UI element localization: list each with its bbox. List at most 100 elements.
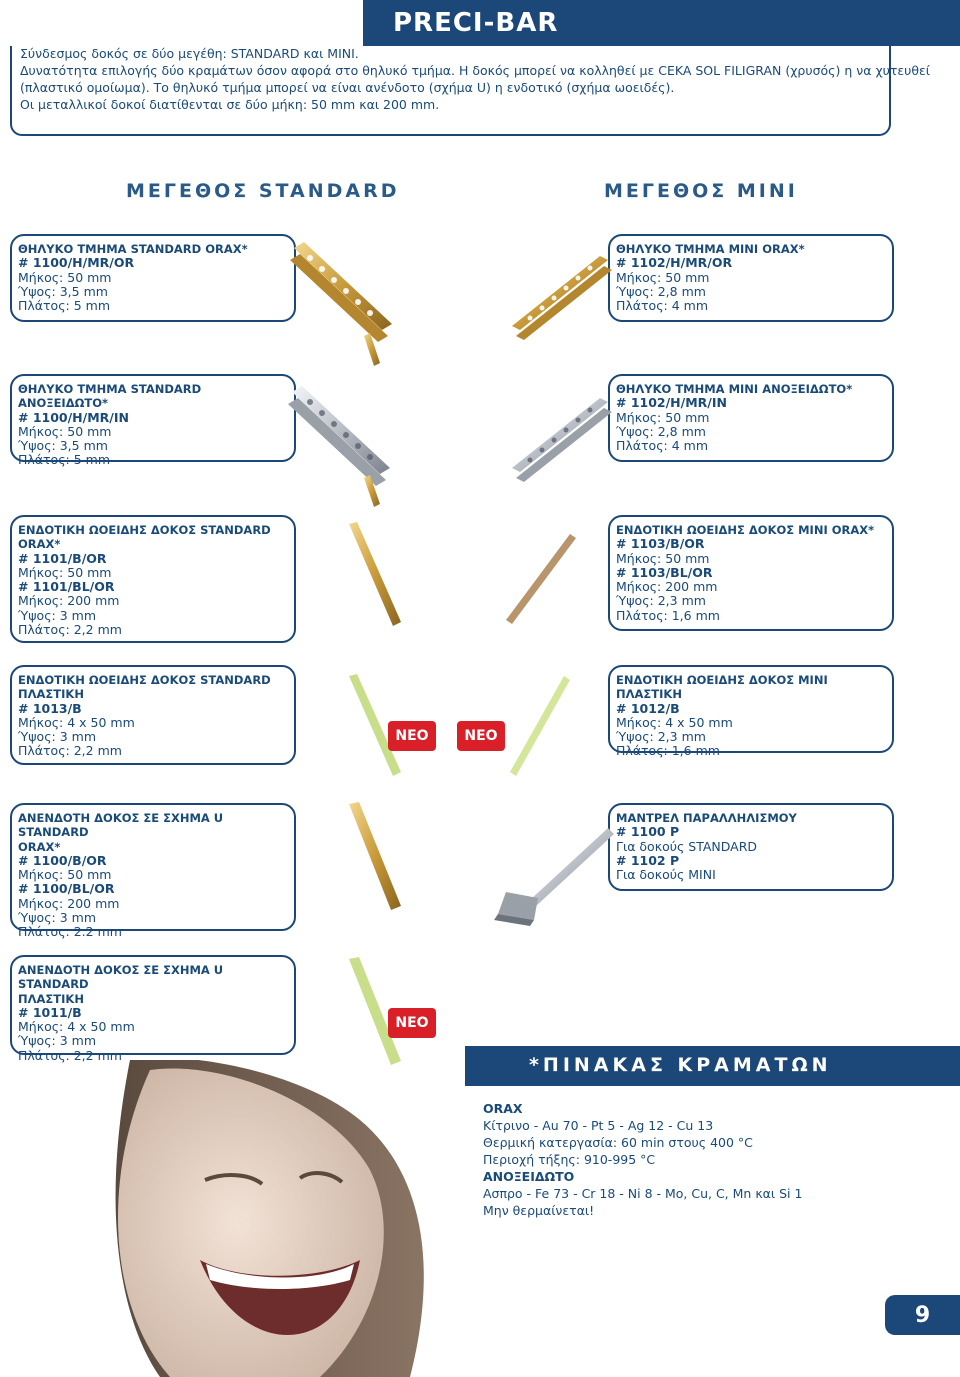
product-code: # 1012/B [616,700,680,716]
product-box-f-std-orax: ΘΗΛΥΚΟ ΤΜΗΜΑ STANDARD ORAX*# 1100/H/MR/O… [10,234,296,322]
product-code: # 1103/B/OR [616,536,705,552]
alloy-table-title: *ΠΙΝΑΚΑΣ ΚΡΑΜΑΤΩΝ [529,1054,832,1076]
product-spec: Για δοκούς MINI [616,867,716,883]
oval-bar-mini-orax-image [506,534,576,624]
product-code: # 1013/B [18,700,82,716]
alloy-table: ORAX Κίτρινο - Au 70 - Pt 5 - Ag 12 - Cu… [483,1100,802,1219]
smiling-woman-image [115,1060,424,1377]
intro-line: (πλαστικό ομοίωμα). Το θηλυκό τμήμα μπορ… [20,80,675,95]
female-standard-orax-image [290,242,392,366]
product-title: ΕΝΔΟΤΙΚΗ ΩΟΕΙΔΗΣ ΔΟΚΟΣ STANDARD [18,523,271,537]
product-spec: Πλάτος: 4 mm [616,298,709,314]
product-spec: Μήκος: 4 x 50 mm [18,714,135,730]
product-spec: Ύψος: 3,5 mm [18,283,108,299]
oval-bar-standard-plastic-image [349,674,401,776]
product-code: # 1101/B/OR [18,550,107,566]
product-spec: Μήκος: 50 mm [616,269,710,285]
product-box-f-mini-in: ΘΗΛΥΚΟ ΤΜΗΜΑ MINI ΑΝΟΞΕΙΔΩΤΟ*# 1102/H/MR… [608,374,894,462]
product-spec: ORAX* [18,537,61,552]
product-box-e-mini-pl: ΕΝΔΟΤΙΚΗ ΩΟΕΙΔΗΣ ΔΟΚΟΣ MINI ΠΛΑΣΤΙΚΗ# 10… [608,665,894,758]
alloy-line: Μην θερμαίνεται! [483,1203,595,1218]
new-badge: NEO [388,1008,436,1038]
product-spec: Ύψος: 3 mm [18,910,97,926]
female-mini-steel-image [512,398,612,482]
product-spec: Μήκος: 200 mm [616,579,718,595]
product-spec: Μήκος: 50 mm [18,423,112,439]
product-spec: ΠΛΑΣΤΙΚΗ [18,991,84,1006]
product-spec: Μήκος: 4 x 50 mm [18,1019,135,1035]
product-spec: Πλάτος: 5 mm [18,298,111,314]
intro-box: Σύνδεσμος δοκός σε δύο μεγέθη: STANDARD … [10,46,930,136]
product-spec: Ύψος: 2,8 mm [616,283,706,299]
product-text: ΕΝΔΟΤΙΚΗ ΩΟΕΙΔΗΣ ΔΟΚΟΣ MINI ORAX*# 1103/… [616,523,874,623]
product-spec: ORAX* [18,839,61,854]
alloy-line: Ασπρο - Fe 73 - Cr 18 - Ni 8 - Mo, Cu, C… [483,1186,803,1201]
new-badge: NEO [388,721,436,751]
product-spec: Ύψος: 3 mm [18,1033,97,1049]
product-spec: Μήκος: 200 mm [18,895,120,911]
product-text: ΘΗΛΥΚΟ ΤΜΗΜΑ STANDARD ΑΝΟΞΕΙΔΩΤΟ*# 1100/… [18,382,294,468]
product-spec: Μήκος: 50 mm [616,409,710,425]
oval-bar-standard-orax-image [349,522,401,626]
product-text: ΘΗΛΥΚΟ ΤΜΗΜΑ STANDARD ORAX*# 1100/H/MR/O… [18,242,248,313]
heading-standard: ΜΕΓΕΘΟΣ STANDARD [126,180,400,202]
product-code: # 1100/H/MR/OR [18,255,135,271]
product-code: # 1102 P [616,852,680,868]
product-title: ΘΗΛΥΚΟ ΤΜΗΜΑ MINI ORAX* [616,242,805,256]
product-title: ΕΝΔΟΤΙΚΗ ΩΟΕΙΔΗΣ ΔΟΚΟΣ STANDARD [18,673,271,687]
female-standard-steel-image [288,386,390,507]
u-bar-standard-orax-image [349,802,401,910]
new-badge: NEO [457,721,505,751]
alloy-name: ΑΝΟΞΕΙΔΩΤΟ [483,1169,575,1184]
product-box-f-std-in: ΘΗΛΥΚΟ ΤΜΗΜΑ STANDARD ΑΝΟΞΕΙΔΩΤΟ*# 1100/… [10,374,296,467]
product-title: ΘΗΛΥΚΟ ΤΜΗΜΑ STANDARD ORAX* [18,242,248,256]
product-code: # 1101/BL/OR [18,579,115,595]
alloy-table-header: *ΠΙΝΑΚΑΣ ΚΡΑΜΑΤΩΝ [465,1046,960,1086]
female-mini-orax-image [512,256,612,340]
intro-line: Σύνδεσμος δοκός σε δύο μεγέθη: STANDARD … [20,46,359,61]
product-box-e-mini-orax: ΕΝΔΟΤΙΚΗ ΩΟΕΙΔΗΣ ΔΟΚΟΣ MINI ORAX*# 1103/… [608,515,894,631]
product-spec: Ύψος: 3 mm [18,729,97,745]
product-spec: Ύψος: 3,5 mm [18,438,108,454]
product-spec: Ύψος: 2,8 mm [616,423,706,439]
alloy-line: Περιοχή τήξης: 910-995 °C [483,1152,656,1167]
product-title: ΘΗΛΥΚΟ ΤΜΗΜΑ MINI ΑΝΟΞΕΙΔΩΤΟ* [616,382,853,396]
product-spec: Μήκος: 4 x 50 mm [616,714,733,730]
product-title: ΘΗΛΥΚΟ ΤΜΗΜΑ STANDARD ΑΝΟΞΕΙΔΩΤΟ* [18,382,202,411]
product-spec: Πλάτος: 2,2 mm [18,622,122,638]
product-spec: Πλάτος: 2.2 mm [18,924,122,940]
page-title: PRECI-BAR [393,8,559,38]
product-spec: Πλάτος: 4 mm [616,438,709,454]
product-title: ΑΝΕΝΔΟΤΗ ΔΟΚΟΣ ΣΕ ΣΧΗΜΑ U STANDARD [18,811,224,840]
product-spec: Πλάτος: 1,6 mm [616,607,720,623]
product-spec: Μήκος: 200 mm [18,593,120,609]
product-spec: Μήκος: 50 mm [18,867,112,883]
product-text: ΕΝΔΟΤΙΚΗ ΩΟΕΙΔΗΣ ΔΟΚΟΣ MINI ΠΛΑΣΤΙΚΗ# 10… [616,673,892,759]
product-spec: Μήκος: 50 mm [18,564,112,580]
product-text: ΘΗΛΥΚΟ ΤΜΗΜΑ MINI ΑΝΟΞΕΙΔΩΤΟ*# 1102/H/MR… [616,382,852,453]
product-code: # 1011/B [18,1004,82,1020]
product-title: ΕΝΔΟΤΙΚΗ ΩΟΕΙΔΗΣ ΔΟΚΟΣ MINI ΠΛΑΣΤΙΚΗ [616,673,828,702]
intro-line: Οι μεταλλικοί δοκοί διατίθενται σε δύο μ… [20,97,440,112]
heading-mini: ΜΕΓΕΘΟΣ MINI [604,180,798,202]
u-bar-standard-plastic-image [349,957,401,1065]
alloy-line: Θερμική κατεργασία: 60 min στους 400 °C [483,1135,753,1150]
product-code: # 1103/BL/OR [616,564,713,580]
product-spec: Πλάτος: 2,2 mm [18,743,122,759]
product-code: # 1100 P [616,824,680,840]
product-spec: Μήκος: 50 mm [616,550,710,566]
product-spec: Πλάτος: 2,2 mm [18,1047,122,1063]
alloy-name: ORAX [483,1101,523,1116]
product-code: # 1100/H/MR/IN [18,409,129,425]
